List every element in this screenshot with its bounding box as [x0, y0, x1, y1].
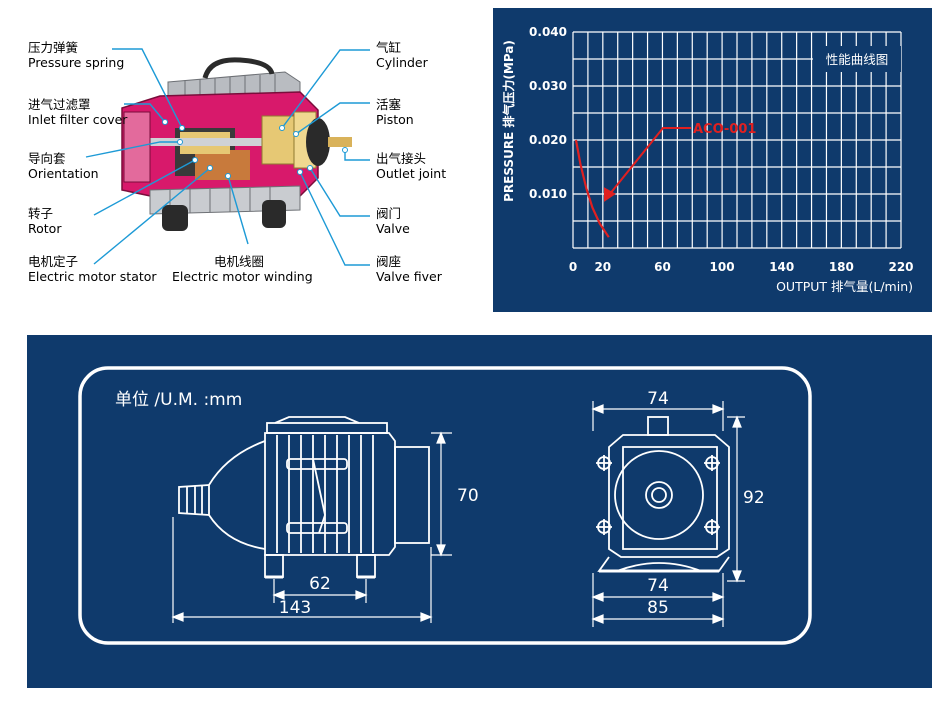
front-view-dimension-lines [171, 431, 452, 623]
x-tick-label: 20 [594, 260, 611, 274]
y-tick-label: 0.010 [529, 187, 567, 201]
x-tick-label: 0 [569, 260, 577, 274]
rubber-foot-left [162, 205, 188, 231]
y-tick-label: 0.030 [529, 79, 567, 93]
rubber-foot-right [262, 200, 286, 228]
cutaway-diagram [85, 48, 370, 266]
annotation-arrow [604, 127, 691, 202]
shaft [150, 138, 290, 146]
x-tick-label: 60 [654, 260, 671, 274]
y-tick-label: 0.040 [529, 25, 567, 39]
outlet-nozzle [328, 137, 352, 147]
dim-front-height: 70 [457, 486, 479, 506]
side-view-dimension-lines [591, 401, 745, 627]
dim-side-height: 92 [743, 488, 765, 508]
performance-chart: 0.040 0.030 0.020 0.010 0 20 60 100 140 180 220 性… [501, 25, 914, 294]
unit-label: 单位 /U.M. :mm [115, 390, 242, 410]
x-tick-label: 220 [888, 260, 913, 274]
dimension-drawing: 单位 /U.M. :mm [78, 366, 812, 645]
series-line-aco-001 [574, 139, 610, 238]
x-tick-label: 180 [829, 260, 854, 274]
carry-handle [202, 57, 275, 79]
side-view [596, 416, 730, 573]
y-tick-label: 0.020 [529, 133, 567, 147]
leader-dots [162, 119, 348, 179]
end-cap [306, 118, 330, 166]
drawing-frame [78, 366, 812, 645]
dim-side-overall-width: 85 [647, 598, 669, 618]
dim-side-base-width: 74 [647, 576, 669, 596]
chart-title-box [813, 46, 901, 72]
dim-front-mount: 62 [309, 574, 331, 594]
front-view [178, 416, 430, 579]
dim-side-top-width: 74 [647, 389, 669, 409]
dim-front-length: 143 [279, 598, 311, 618]
annotation-aco-001: ACO-001 [693, 122, 756, 137]
x-tick-label: 100 [710, 260, 735, 274]
x-tick-label: 140 [769, 260, 794, 274]
performance-chart-panel: 0.040 0.030 0.020 0.010 0 20 60 100 140 180 220 性… [493, 8, 932, 312]
leader-lines [85, 48, 370, 266]
x-axis-label: OUTPUT 排气量(L/min) [776, 279, 913, 294]
piston-block [261, 115, 295, 165]
y-axis-label: PRESSURE 排气压力(MPa) [501, 40, 516, 202]
motor-winding [195, 150, 250, 180]
dimension-drawing-panel: 单位 /U.M. :mm [27, 335, 932, 688]
chart-title: 性能曲线图 [826, 52, 889, 67]
